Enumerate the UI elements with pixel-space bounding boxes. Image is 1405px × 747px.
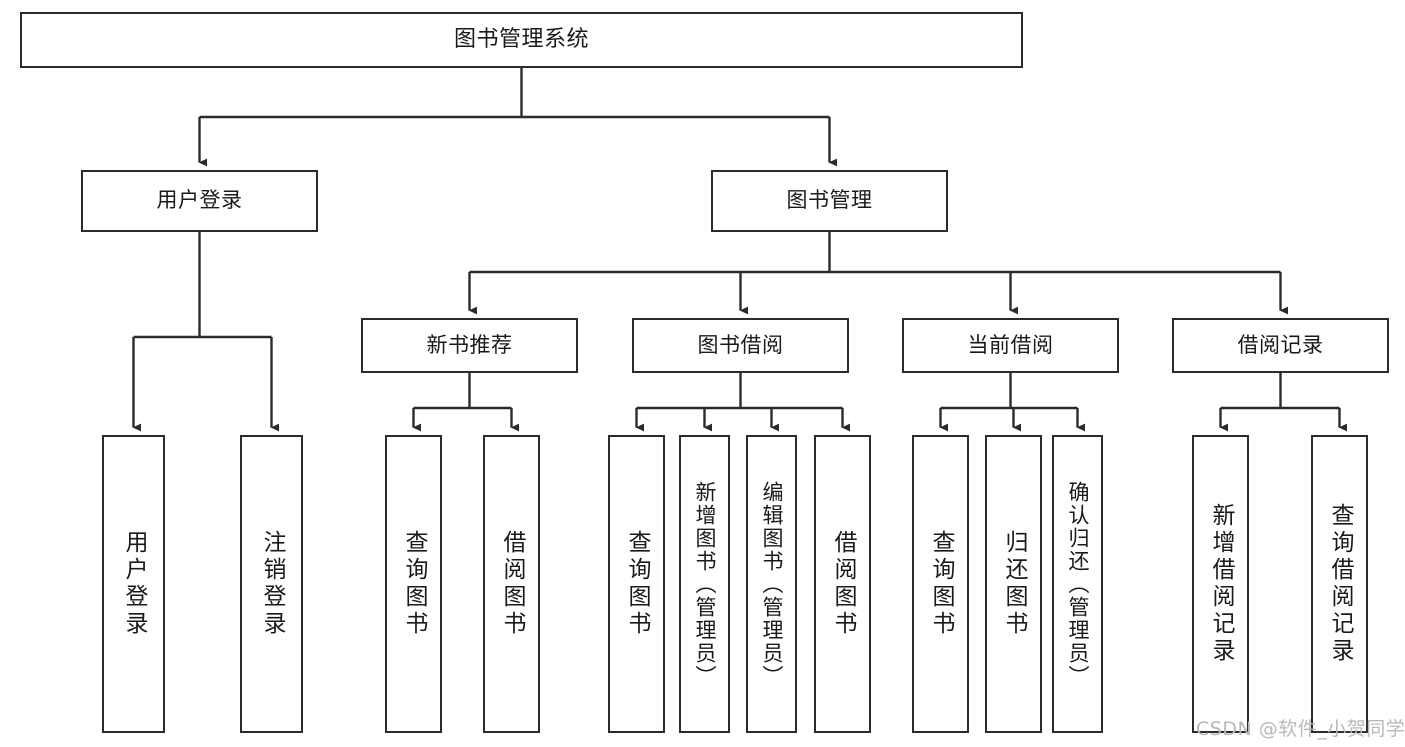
node-book-manage[interactable]: 图书管理 <box>711 170 948 232</box>
node-leaf-user-logout[interactable]: 注销登录 <box>240 435 303 733</box>
node-book-borrow[interactable]: 图书借阅 <box>632 318 849 373</box>
node-label: 新增图书（管理员） <box>693 480 717 688</box>
node-label: 查询图书 <box>928 530 954 638</box>
node-leaf-rec-borrow[interactable]: 借阅图书 <box>483 435 540 733</box>
node-root[interactable]: 图书管理系统 <box>20 12 1023 68</box>
node-label: 查询图书 <box>401 530 427 638</box>
node-label: 归还图书 <box>1001 530 1027 638</box>
csdn-watermark: CSDN @软件_小贺同学 <box>1196 718 1405 740</box>
node-label: 编辑图书（管理员） <box>760 480 784 688</box>
node-leaf-bb-borrow[interactable]: 借阅图书 <box>814 435 871 733</box>
node-leaf-user-login[interactable]: 用户登录 <box>102 435 165 733</box>
node-label: 借阅记录 <box>1237 332 1324 357</box>
node-label: 新书推荐 <box>426 332 513 357</box>
node-user-login[interactable]: 用户登录 <box>81 170 318 232</box>
node-label: 图书管理 <box>786 188 873 213</box>
node-leaf-cb-return[interactable]: 归还图书 <box>985 435 1042 733</box>
node-label: 查询借阅记录 <box>1327 503 1353 665</box>
node-current-borrow[interactable]: 当前借阅 <box>902 318 1119 373</box>
node-label: 用户登录 <box>121 530 147 638</box>
node-leaf-br-query[interactable]: 查询借阅记录 <box>1311 435 1368 733</box>
node-label: 图书管理系统 <box>453 26 589 52</box>
node-leaf-br-add[interactable]: 新增借阅记录 <box>1192 435 1249 733</box>
connector-lines <box>132 68 1348 432</box>
node-leaf-rec-query[interactable]: 查询图书 <box>385 435 442 733</box>
node-leaf-bb-edit[interactable]: 编辑图书（管理员） <box>746 435 797 733</box>
node-label: 借阅图书 <box>830 530 856 638</box>
node-new-book-rec[interactable]: 新书推荐 <box>361 318 578 373</box>
node-borrow-record[interactable]: 借阅记录 <box>1172 318 1389 373</box>
node-leaf-cb-confirm[interactable]: 确认归还（管理员） <box>1052 435 1103 733</box>
node-label: 注销登录 <box>259 530 285 638</box>
node-label: 借阅图书 <box>499 530 525 638</box>
node-label: 查询图书 <box>624 530 650 638</box>
node-leaf-bb-query[interactable]: 查询图书 <box>608 435 665 733</box>
node-label: 当前借阅 <box>967 332 1054 357</box>
node-label: 图书借阅 <box>697 332 784 357</box>
node-leaf-bb-add[interactable]: 新增图书（管理员） <box>679 435 730 733</box>
node-label: 确认归还（管理员） <box>1066 480 1090 688</box>
node-label: 新增借阅记录 <box>1208 503 1234 665</box>
node-label: 用户登录 <box>156 188 243 213</box>
node-leaf-cb-query[interactable]: 查询图书 <box>912 435 969 733</box>
